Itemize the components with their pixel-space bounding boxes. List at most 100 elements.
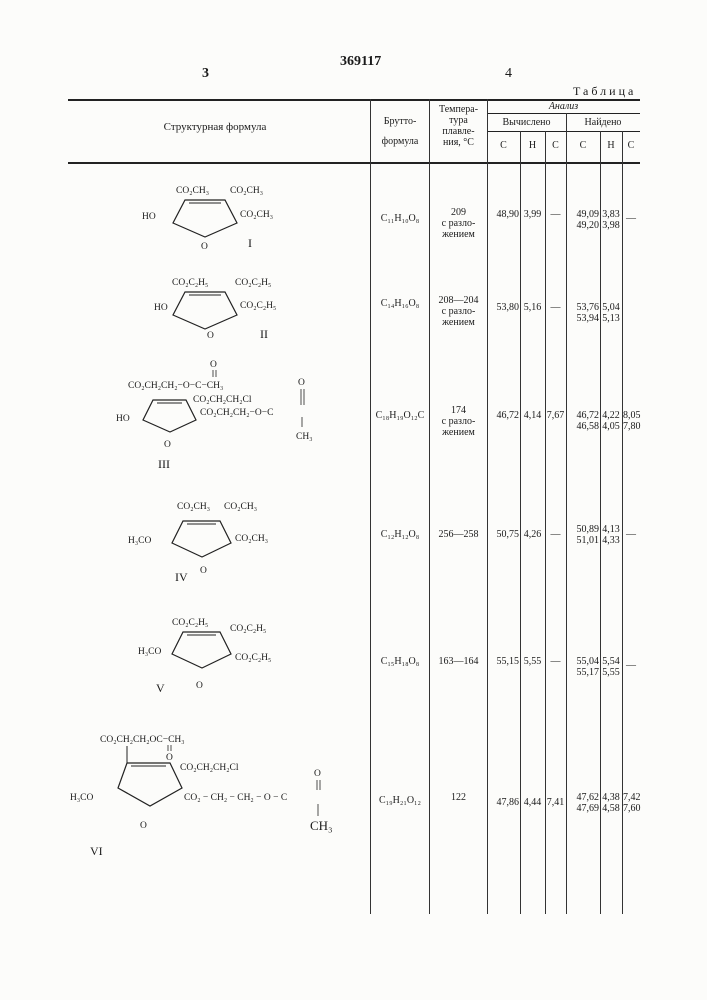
sub-right: CO₂CH₂CH₂−O−C [200,408,273,418]
extra-ch3: CH₃ [296,432,313,442]
mp-V: 163—164 [430,656,487,668]
sub-top-right: CO₂CH₂CH₂Cl [180,763,239,773]
roman-label: IV [175,570,188,583]
calc-c-VI: 47,86 [487,797,519,809]
table-title: Таблица [573,84,636,99]
sub-top-left: CO₂CH₃ [177,502,210,512]
header-found-c: С [566,140,600,152]
header-calc-c: С [487,140,520,152]
sub-top-left: CO₂C₂H₅ [172,278,208,288]
sub-left: H₃CO [128,536,152,546]
sub-bottom: O [201,242,208,252]
found-cl-I: — [622,213,640,225]
calc-h-I: 3,99 [520,209,545,221]
patent-number: 369117 [340,54,381,70]
mp-III-3: жением [430,427,487,439]
header-calc-h: Н [520,140,545,152]
calc-c-III: 46,72 [487,410,519,422]
found-cl-IV: — [622,529,640,541]
found-c-V-2: 55,17 [566,667,599,679]
calc-cl-V: — [545,656,566,668]
sub-top-left: CO₂CH₃ [176,186,209,196]
extra-o-2: O [314,769,321,779]
calc-c-IV: 50,75 [487,529,519,541]
formula-V: C₁₅H₁₈O₈ [371,656,429,668]
header-brutto-1: Брутто- [371,116,429,128]
sub-top-right: CO₂CH₂CH₂Cl [193,395,252,405]
roman-label: I [248,236,252,250]
calc-cl-VI: 7,41 [545,797,566,809]
header-brutto-2: формула [371,136,429,148]
sub-top-right: CO₂C₂H₅ [230,624,266,634]
header-bottom-rule [68,162,640,164]
sub-right: CO₂CH₃ [235,534,268,544]
sub-right: CO₂C₂H₅ [235,653,271,663]
header-found-h: Н [600,140,622,152]
sub-right: CO₂C₂H₅ [240,301,276,311]
roman-label: II [260,327,268,341]
calc-h-II: 5,16 [520,302,545,314]
found-c-II-2: 53,94 [566,313,599,325]
sub-right: CO₂CH₃ [240,210,273,220]
formula-IV: C₁₂H₁₂O₈ [371,529,429,541]
header-temp-4: ния, °С [430,137,487,149]
analysis-rule [487,113,640,114]
structure-I: CO₂CH₃ CO₂CH₃ CO₂CH₃ HO O I [120,175,350,255]
found-c-IV-2: 51,01 [566,535,599,547]
sub-bottom: O [196,681,203,691]
sub-top-left: CO₂CH₂CH₂OC−CH₃ [100,735,185,745]
sub-bottom: O [140,821,147,831]
mp-I-3: жением [430,229,487,241]
found-h-V-2: 5,55 [600,667,622,679]
calc-cl-III: 7,67 [545,410,566,422]
formula-VI: C₁₉H₂₁O₁₂ [371,795,429,807]
roman-label: III [158,457,170,471]
sub-top-right: CO₂C₂H₅ [235,278,271,288]
structure-II: CO₂C₂H₅ CO₂C₂H₅ CO₂C₂H₅ HO O II [120,270,350,345]
sub-top-right: CO₂CH₃ [224,502,257,512]
mp-VI: 122 [430,792,487,804]
found-h-I-2: 3,98 [600,220,622,232]
mp-II-3: жением [430,317,487,329]
subheader-rule [487,131,640,132]
sub-bottom: O [164,440,171,450]
structure-V: CO₂C₂H₅ CO₂C₂H₅ CO₂C₂H₅ H₃CO O V [120,612,350,697]
calc-h-III: 4,14 [520,410,545,422]
found-cl-VI-2: 7,60 [623,803,641,815]
sub-left: HO [154,303,168,313]
calc-c-I: 48,90 [487,209,519,221]
header-found-cl: С [622,140,640,152]
formula-I: C₁₁H₁₀O₈ [371,213,429,225]
header-calc-cl: С [545,140,566,152]
found-c-III-2: 46,58 [566,421,599,433]
structure-III: O CO₂CH₂CH₂−O−C−CH₃ CO₂CH₂CH₂Cl CO₂CH₂CH… [108,355,368,475]
found-cl-V: — [622,660,640,672]
header-calculated: Вычислено [487,117,566,129]
found-h-III-2: 4,05 [600,421,622,433]
right-page-number: 4 [505,66,512,82]
found-h-VI-2: 4,58 [600,803,622,815]
calc-cl-II: — [545,302,566,314]
calc-c-II: 53,80 [487,302,519,314]
sub-top-right: CO₂CH₃ [230,186,263,196]
sub-right: CO₂ − CH₂ − CH₂ − O − C [184,793,287,803]
header-found: Найдено [566,117,640,129]
sub-left: H₃CO [70,793,94,803]
structure-IV: CO₂CH₃ CO₂CH₃ CO₂CH₃ H₃CO O IV [120,493,350,583]
found-c-VI-2: 47,69 [566,803,599,815]
extra-o-1: O [166,753,173,763]
calc-cl-IV: — [545,529,566,541]
calc-h-VI: 4,44 [520,797,545,809]
sub-top-left: CO₂C₂H₅ [172,618,208,628]
sub-left: HO [142,212,156,222]
extra-o-2: O [298,378,305,388]
found-h-II-2: 5,13 [600,313,622,325]
formula-III: C₁₈H₁₉O₁₂C [371,410,429,422]
mp-IV: 256—258 [430,529,487,541]
structure-VI: CO₂CH₂CH₂OC−CH₃ O CO₂CH₂CH₂Cl CO₂ − CH₂ … [70,728,360,858]
formula-II: C₁₄H₁₆O₈ [371,298,429,310]
calc-cl-I: — [545,209,566,221]
col-divider-3 [487,99,488,914]
left-page-number: 3 [202,66,209,82]
found-c-I-2: 49,20 [566,220,599,232]
